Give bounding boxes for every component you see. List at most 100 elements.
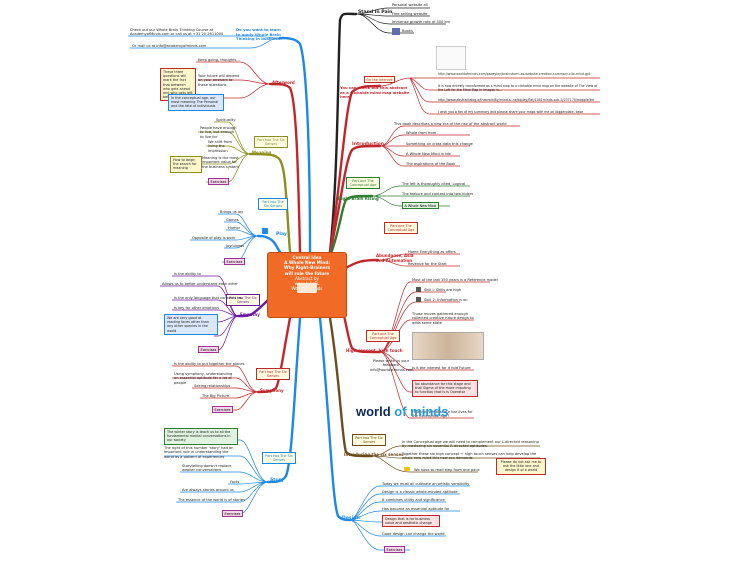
branch-introduction[interactable]: Introduction <box>352 142 385 147</box>
stand-in-pain-item-2[interactable]: Free selling website <box>392 12 428 16</box>
right-brain-part: Part one The Conceptual Age <box>346 177 380 190</box>
right-brain-item-2[interactable]: The feature and contest into two hiders <box>402 192 474 196</box>
mindmap-thumbnail-icon <box>436 46 466 70</box>
introducing-senses-part: Part two The Six Senses <box>352 434 386 447</box>
story-item-6[interactable]: The essence of the world is of stories <box>178 498 245 502</box>
empathy-item-4[interactable]: Is key for other emotions <box>174 306 219 310</box>
afterword-item-2[interactable]: Your future will depend on your answers … <box>198 74 240 87</box>
design-item-4[interactable]: Has become an essential aptitude for <box>382 507 450 511</box>
branch-line-design <box>318 316 352 522</box>
central-topic[interactable]: Central Idea A Whole New Mind: Why Right… <box>267 252 347 318</box>
meaning-exercises[interactable]: Exercises <box>208 178 229 185</box>
do-you-want-item-2[interactable]: Or mail us at info@academyofminds.com <box>132 44 207 48</box>
central-line-2: Why Right-Brainers <box>283 265 331 271</box>
story-item-1[interactable]: The winter story is teach us to all the … <box>164 428 238 445</box>
symphony-item-3[interactable]: Seeing relationships <box>194 384 231 388</box>
empathy-item-3[interactable]: Is the only language that connects us <box>174 296 242 300</box>
symphony-item-2[interactable]: Using symphony, understanding an essenti… <box>174 372 233 385</box>
story-item-4[interactable]: Facts <box>230 480 240 484</box>
branch-stand-in-pain[interactable]: Stand in Pain <box>358 10 393 15</box>
branch-design[interactable]: Design <box>342 516 360 521</box>
design-item-5[interactable]: Design that is for business value and ae… <box>382 515 440 528</box>
stand-in-pain-item-1[interactable]: Personal website all <box>392 3 428 7</box>
branch-play[interactable]: Play <box>276 232 287 237</box>
story-item-3[interactable]: Storytelling doesn't replace weaker conv… <box>182 464 232 473</box>
branch-you-can-check[interactable]: You can check out this abstract as a cli… <box>340 85 410 100</box>
branch-line-you-can-check <box>328 84 382 254</box>
branch-high-concept[interactable]: High concept, high touch <box>346 348 403 353</box>
branch-symphony[interactable]: Symphony <box>260 388 284 393</box>
branch-introducing-senses[interactable]: Introducing the six senses <box>344 452 404 457</box>
link-desc-1: It is now entirely transformed as a mind… <box>438 84 598 93</box>
story-exercises[interactable]: Exercises <box>222 510 243 517</box>
evolution-image-icon <box>412 332 484 360</box>
symphony-exercises[interactable]: Exercises <box>212 406 233 413</box>
high-concept-item-6[interactable]: No abundance for this stage and that Sig… <box>412 380 478 397</box>
branch-line-meaning <box>248 152 292 254</box>
abundance-item-2[interactable]: Revenue for the Start <box>408 262 447 266</box>
branch-meaning[interactable]: Meaning <box>252 150 272 155</box>
abundance-item-1[interactable]: Home Everything as offers <box>408 250 456 254</box>
play-item-1[interactable]: Brings us joy <box>220 210 244 214</box>
branch-abundance[interactable]: Abundance, Asia and Automation <box>376 253 414 263</box>
high-concept-item-7[interactable]: How can we bear our bar lives for the Co… <box>412 410 473 419</box>
link-desc-2: I wish you a fan of my summary and pleas… <box>438 110 584 114</box>
branch-right-brain-rising[interactable]: Right Brain Rising <box>338 196 379 201</box>
empathy-exercises[interactable]: Exercises <box>198 346 219 353</box>
play-item-2[interactable]: Games <box>226 218 239 222</box>
right-brain-item-1[interactable]: The left is thoroughly cited, Logical <box>402 182 466 186</box>
meaning-item-2[interactable]: People have enough to live, but enough t… <box>200 126 237 139</box>
introducing-senses-item-1[interactable]: In the Conceptual age we will need to co… <box>402 440 539 449</box>
play-exercises[interactable]: Exercises <box>224 258 245 265</box>
afterword-item-1[interactable]: Keep going, thoughts... <box>198 58 240 62</box>
play-item-4[interactable]: Opposite of play is work <box>192 236 236 240</box>
symphony-part: Part two The Six Senses <box>256 368 290 381</box>
link-1[interactable]: http://www.worldofminds.com/gazeylay/bra… <box>438 72 591 76</box>
stand-in-pain-item-4[interactable]: Books <box>402 29 413 33</box>
high-concept-item-5[interactable]: Is it the interest for it fold Future <box>412 366 471 370</box>
link-2[interactable]: http://www.abstractalog.a/thebrainlity/m… <box>438 98 595 102</box>
design-item-2[interactable]: Design is a classic whole-minded aptitud… <box>382 490 458 494</box>
high-concept-item-2[interactable]: Skill I: Skills are high <box>424 288 462 292</box>
symphony-item-4[interactable]: The Big Picture <box>202 394 230 398</box>
branch-story[interactable]: Story <box>270 478 284 483</box>
introducing-senses-item-2[interactable]: Together these six high concept + high t… <box>402 452 537 461</box>
design-item-6[interactable]: Good design can change the world <box>382 532 445 536</box>
branch-line-stand-in-pain <box>328 12 358 254</box>
design-item-3[interactable]: It combines utility and significance <box>382 498 445 502</box>
high-concept-item-1[interactable]: Most of the last 150 years is a Referenc… <box>412 278 498 282</box>
play-item-3[interactable]: Humor <box>228 226 241 230</box>
branch-do-you-want[interactable]: Do you want to learn to apply Whole Brai… <box>236 27 283 42</box>
meaning-item-4[interactable]: Meaning is the most important value for … <box>202 156 239 169</box>
do-you-want-item-1[interactable]: Check out our Whole Brain Thinking Cours… <box>130 28 224 37</box>
meaning-item-3[interactable]: We shift from living the impression <box>208 140 232 153</box>
story-item-5[interactable]: Are always stories around us <box>182 488 234 492</box>
meaning-item-1[interactable]: Spirituality <box>216 118 236 122</box>
meaning-note: How to begin the search for meaning <box>170 156 202 173</box>
feedback-contact: Please write us your feedback info@world… <box>370 359 414 372</box>
right-brain-note: A Whole New Mind <box>402 202 439 209</box>
branch-line-symphony <box>256 316 292 394</box>
design-item-1[interactable]: Today we must all cultivate an artistic … <box>382 482 470 486</box>
story-item-2[interactable]: The right of this number 'story' had an … <box>164 446 234 459</box>
introducing-senses-item-3[interactable]: We have to read step from one pace <box>414 468 480 472</box>
design-exercises[interactable]: Exercises <box>384 546 405 553</box>
branch-line-introduction <box>328 144 382 254</box>
empathy-item-2[interactable]: Allows us to better understand each othe… <box>162 282 238 286</box>
branch-line-afterword <box>268 82 302 254</box>
afterword-note-2: In the conceptual age, our most meaning … <box>168 94 224 111</box>
branch-afterword[interactable]: Afterword <box>272 80 295 85</box>
branch-empathy[interactable]: Empathy <box>240 312 260 317</box>
introduction-item-4[interactable]: The aspirations of the Book <box>406 162 456 166</box>
empathy-item-1[interactable]: Is the ability to <box>174 272 201 276</box>
symphony-item-1[interactable]: Is the ability to put together the piece… <box>174 362 245 366</box>
introduction-item-2[interactable]: Something on cross data this change <box>406 142 473 146</box>
high-concept-item-4[interactable]: Those moves gathered enough collected cr… <box>412 312 474 325</box>
branch-line-introducing-senses <box>328 316 374 458</box>
play-item-5[interactable]: Joyfulness <box>226 244 245 248</box>
stand-in-pain-item-3[interactable]: Immense growth rate of 500 km <box>392 20 451 24</box>
introduction-item-3[interactable]: A Whole New Mind in Ide <box>406 152 451 156</box>
empathy-item-5[interactable]: We are very good at reading faces other … <box>164 314 218 335</box>
high-concept-item-3[interactable]: Skill 2: Information is on <box>424 298 468 302</box>
introduction-item-1[interactable]: Whole from from <box>406 131 437 135</box>
